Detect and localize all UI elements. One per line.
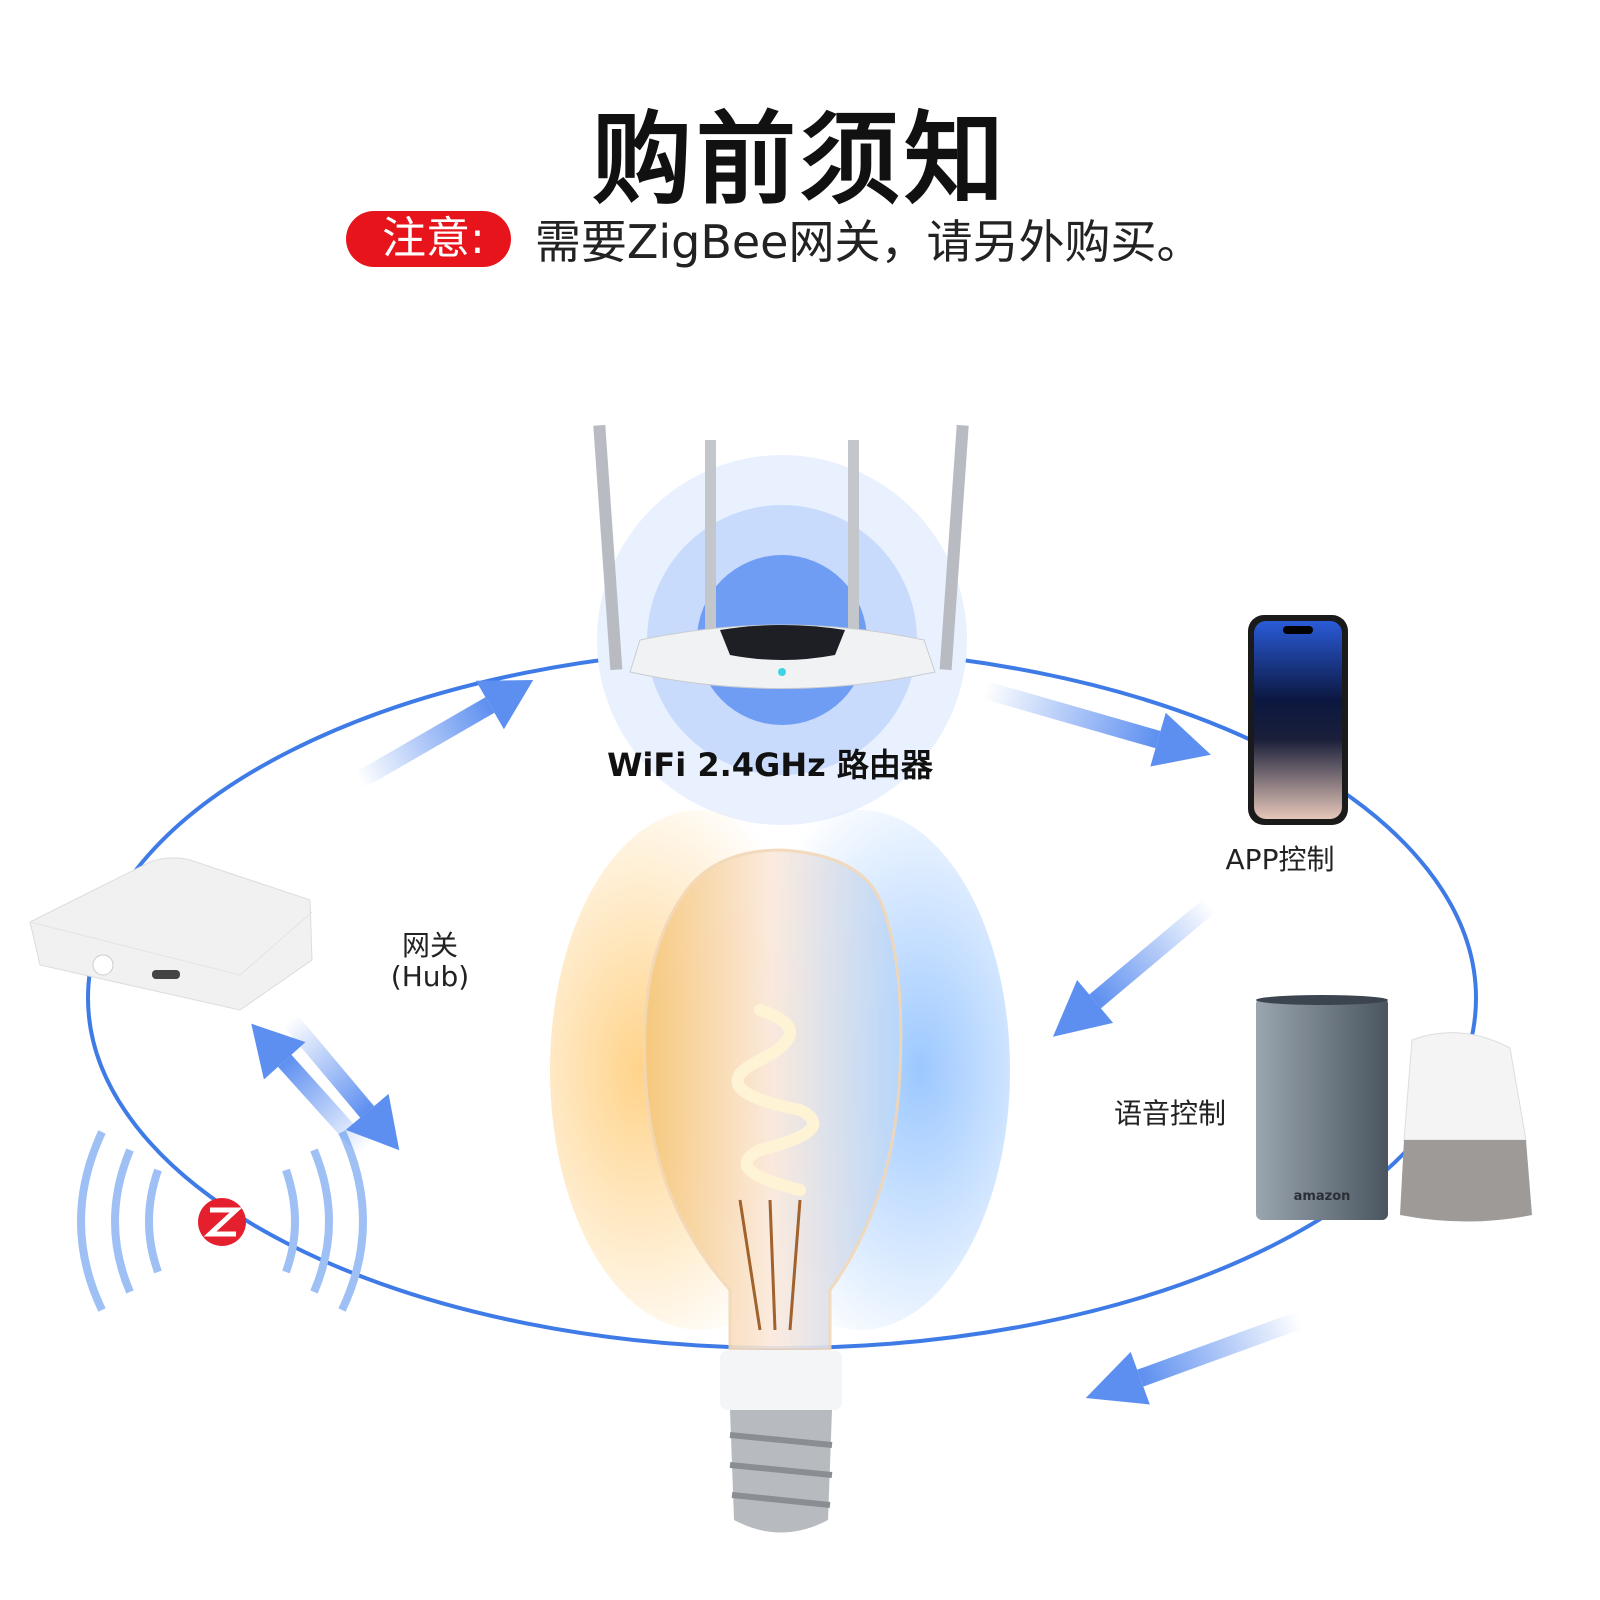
hub-label: 网关 bbox=[401, 929, 458, 962]
app-control-label: APP控制 bbox=[1225, 843, 1335, 876]
flow-arrow-phone-to-bulb bbox=[1052, 898, 1216, 1037]
smartphone-icon bbox=[1248, 615, 1348, 825]
notice-badge: 注意: bbox=[346, 211, 511, 267]
google-home-icon bbox=[1400, 1032, 1532, 1222]
router-label: WiFi 2.4GHz 路由器 bbox=[607, 746, 933, 784]
notice-text: 需要ZigBee网关，请另外购买。 bbox=[534, 215, 1203, 269]
smart-speaker-icon: amazon bbox=[1256, 995, 1388, 1220]
hub-sublabel: (Hub) bbox=[390, 960, 470, 993]
zigbee-logo-icon bbox=[198, 1198, 246, 1246]
purchase-notice: 注意: 需要ZigBee网关，请另外购买。 bbox=[346, 208, 1202, 270]
flow-arrow-hub-to-router bbox=[355, 680, 534, 788]
zigbee-hub-icon bbox=[29, 857, 313, 1011]
voice-control-label: 语音控制 bbox=[1113, 1097, 1226, 1130]
flow-arrow-router-to-phone bbox=[982, 681, 1211, 767]
flow-arrow-speaker-to-bulb bbox=[1085, 1311, 1304, 1405]
speaker-brand: amazon bbox=[1294, 1189, 1351, 1204]
flow-arrow-bulb-to-hub bbox=[251, 1023, 372, 1157]
flow-arrow-hub-to-bulb bbox=[283, 1014, 400, 1151]
zigbee-signal-icon bbox=[77, 1130, 367, 1312]
router-icon bbox=[593, 424, 969, 689]
smart-bulb-icon bbox=[550, 810, 1010, 1533]
page-title: 购前须知 bbox=[592, 101, 1008, 218]
